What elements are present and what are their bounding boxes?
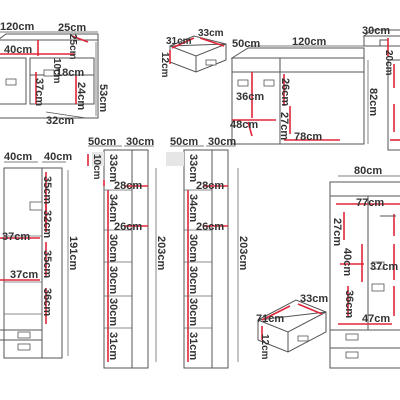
drawer-bottom-h: 12cm xyxy=(259,334,270,360)
desk-main-gap: 26cm xyxy=(279,78,291,106)
desk-small-shelf-h: 18cm xyxy=(56,67,84,79)
bookcase-1-figure xyxy=(87,145,157,369)
bookcase-2-figure xyxy=(166,145,239,369)
tall-cab-left-shelf1: 35cm xyxy=(41,176,53,204)
desk-small-height: 53cm xyxy=(97,84,109,112)
wardrobe-mid-h: 40cm xyxy=(341,248,353,276)
bookcase-2-h1: 33cm xyxy=(187,154,199,182)
desk-small-bottom-w: 32cm xyxy=(46,115,74,127)
bookcase-1-width: 30cm xyxy=(126,136,154,148)
tall-cab-left-shelf4: 36cm xyxy=(41,288,53,316)
drawer-top-figure xyxy=(169,35,227,73)
desk-main-height: 82cm xyxy=(367,88,379,116)
bookcase-1-depth: 50cm xyxy=(88,136,116,148)
desk-small-depth: 25cm xyxy=(58,22,86,34)
bookcase-1-h2: 34cm xyxy=(107,194,119,222)
bookcase-2-depth: 50cm xyxy=(170,136,198,148)
bookcase-2-w1: 28cm xyxy=(196,180,224,192)
bookcase-1-h1: 33cm xyxy=(107,154,119,182)
tall-cab-left-inner-w1: 37cm xyxy=(2,231,30,243)
bookcase-2-h2: 34cm xyxy=(187,194,199,222)
shelf-right-top-figure xyxy=(362,29,400,151)
desk-small-top-width: 40cm xyxy=(4,44,32,56)
tall-cab-left-depth: 40cm xyxy=(4,151,32,163)
drawer-bottom-figure xyxy=(257,299,327,353)
desk-small-inner-h: 24cm xyxy=(75,82,87,110)
bookcase-1-height: 203cm xyxy=(155,236,167,270)
tall-cab-left-figure xyxy=(0,161,69,359)
bookcase-2-w2: 26cm xyxy=(196,221,224,233)
tall-cab-left-height: 191cm xyxy=(67,236,79,270)
desk-main-depth: 50cm xyxy=(232,38,260,50)
drawer-top-d2: 33cm xyxy=(198,28,224,39)
drawer-top-d1: 31cm xyxy=(166,36,192,47)
drawer-bottom-d: 33cm xyxy=(300,293,328,305)
desk-main-knee-w: 78cm xyxy=(294,131,322,143)
desk-small-width: 120cm xyxy=(0,21,34,33)
bookcase-1-w2: 26cm xyxy=(114,221,142,233)
desk-main-width: 120cm xyxy=(292,36,326,48)
tall-cab-left-width: 40cm xyxy=(44,151,72,163)
desk-small-drawer-h: 10cm xyxy=(51,58,62,84)
bookcase-1-h4: 30cm xyxy=(107,266,119,294)
desk-main-figure xyxy=(230,45,369,145)
wardrobe-lower-h: 36cm xyxy=(343,290,355,318)
bookcase-2-h3: 30cm xyxy=(187,234,199,262)
shelf-right-top-w: 30cm xyxy=(362,25,390,37)
bookcase-2-width: 30cm xyxy=(208,136,236,148)
desk-main-inner-w: 48cm xyxy=(230,119,258,131)
desk-small-figure xyxy=(0,31,99,119)
desk-main-leg: 27cm xyxy=(278,112,290,140)
bookcase-1-h5: 30cm xyxy=(107,298,119,326)
bookcase-2-h5: 30cm xyxy=(187,298,199,326)
wardrobe-inner-w: 77cm xyxy=(356,197,384,209)
bookcase-1-h3: 30cm xyxy=(107,234,119,262)
bookcase-1-top: 10cm xyxy=(91,154,102,180)
bookcase-2-height: 203cm xyxy=(237,236,249,270)
tall-cab-left-shelf2: 32cm xyxy=(41,210,53,238)
wardrobe-inner-w2: 37cm xyxy=(370,261,398,273)
desk-small-inner-w: 37cm xyxy=(33,78,45,106)
drawer-bottom-w: 71cm xyxy=(256,313,284,325)
wardrobe-shelf-h: 27cm xyxy=(331,218,343,246)
tall-cab-left-inner-w2: 37cm xyxy=(10,269,38,281)
bookcase-1-w1: 28cm xyxy=(114,180,142,192)
wardrobe-drawer-w: 47cm xyxy=(362,313,390,325)
bookcase-2-h6: 31cm xyxy=(187,332,199,360)
desk-small-depth-side: 25cm xyxy=(67,34,78,60)
tall-cab-left-shelf3: 35cm xyxy=(41,250,53,278)
wardrobe-figure xyxy=(329,175,400,369)
shelf-right-top-d: 20cm xyxy=(383,50,394,76)
wardrobe-width: 80cm xyxy=(354,165,382,177)
bookcase-2-h4: 30cm xyxy=(187,266,199,294)
drawer-top-h: 12cm xyxy=(159,52,170,78)
bookcase-1-h6: 31cm xyxy=(107,332,119,360)
desk-main-inner-h: 36cm xyxy=(236,91,264,103)
